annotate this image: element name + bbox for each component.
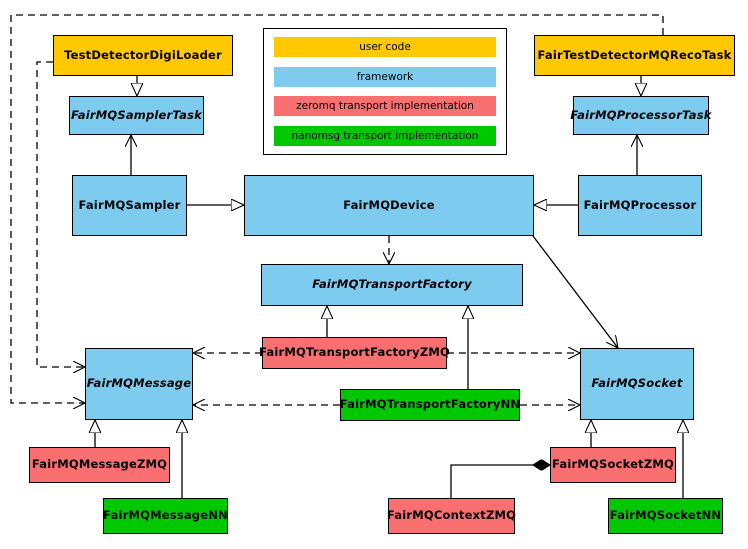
class-box-fairmqsamplertask[interactable]: FairMQSamplerTask	[69, 96, 204, 135]
class-box-testdetectordigiloader[interactable]: TestDetectorDigiLoader	[53, 35, 233, 76]
legend-panel: user code framework zeromq transport imp…	[263, 28, 507, 155]
class-box-fairmqmessage[interactable]: FairMQMessage	[85, 348, 193, 420]
class-box-fairmqsocketzmq[interactable]: FairMQSocketZMQ	[550, 447, 676, 483]
class-box-fairmqcontextzmq[interactable]: FairMQContextZMQ	[387, 498, 516, 534]
class-box-fairmqmessagenn[interactable]: FairMQMessageNN	[103, 498, 228, 534]
class-box-fairmqsocketnn[interactable]: FairMQSocketNN	[608, 498, 723, 534]
class-box-fairmqdevice[interactable]: FairMQDevice	[244, 175, 534, 236]
class-box-fairmqprocessortask[interactable]: FairMQProcessorTask	[570, 96, 711, 135]
class-box-fairmqtransportfactory[interactable]: FairMQTransportFactory	[261, 264, 523, 306]
legend-item-user: user code	[274, 37, 496, 57]
class-box-fairmqtransportfactoryzmq[interactable]: FairMQTransportFactoryZMQ	[259, 337, 450, 369]
class-box-fairmqmessagezmq[interactable]: FairMQMessageZMQ	[29, 447, 170, 483]
legend-item-framework: framework	[274, 66, 496, 87]
edge-contextzmq-to-socketzmq	[450, 465, 550, 498]
class-box-fairmqprocessor[interactable]: FairMQProcessor	[578, 175, 702, 236]
class-box-fairmqsampler[interactable]: FairMQSampler	[72, 175, 187, 236]
class-box-fairtestdetectormqrecotask[interactable]: FairTestDetectorMQRecoTask	[534, 35, 735, 76]
legend-item-nanomsg: nanomsg transport implementation	[274, 125, 496, 146]
edge-device-to-socket	[532, 235, 618, 348]
legend-item-zeromq: zeromq transport implementation	[274, 96, 496, 117]
class-box-fairmqsocket[interactable]: FairMQSocket	[580, 348, 694, 420]
class-box-fairmqtransportfactorynn[interactable]: FairMQTransportFactoryNN	[340, 389, 520, 421]
